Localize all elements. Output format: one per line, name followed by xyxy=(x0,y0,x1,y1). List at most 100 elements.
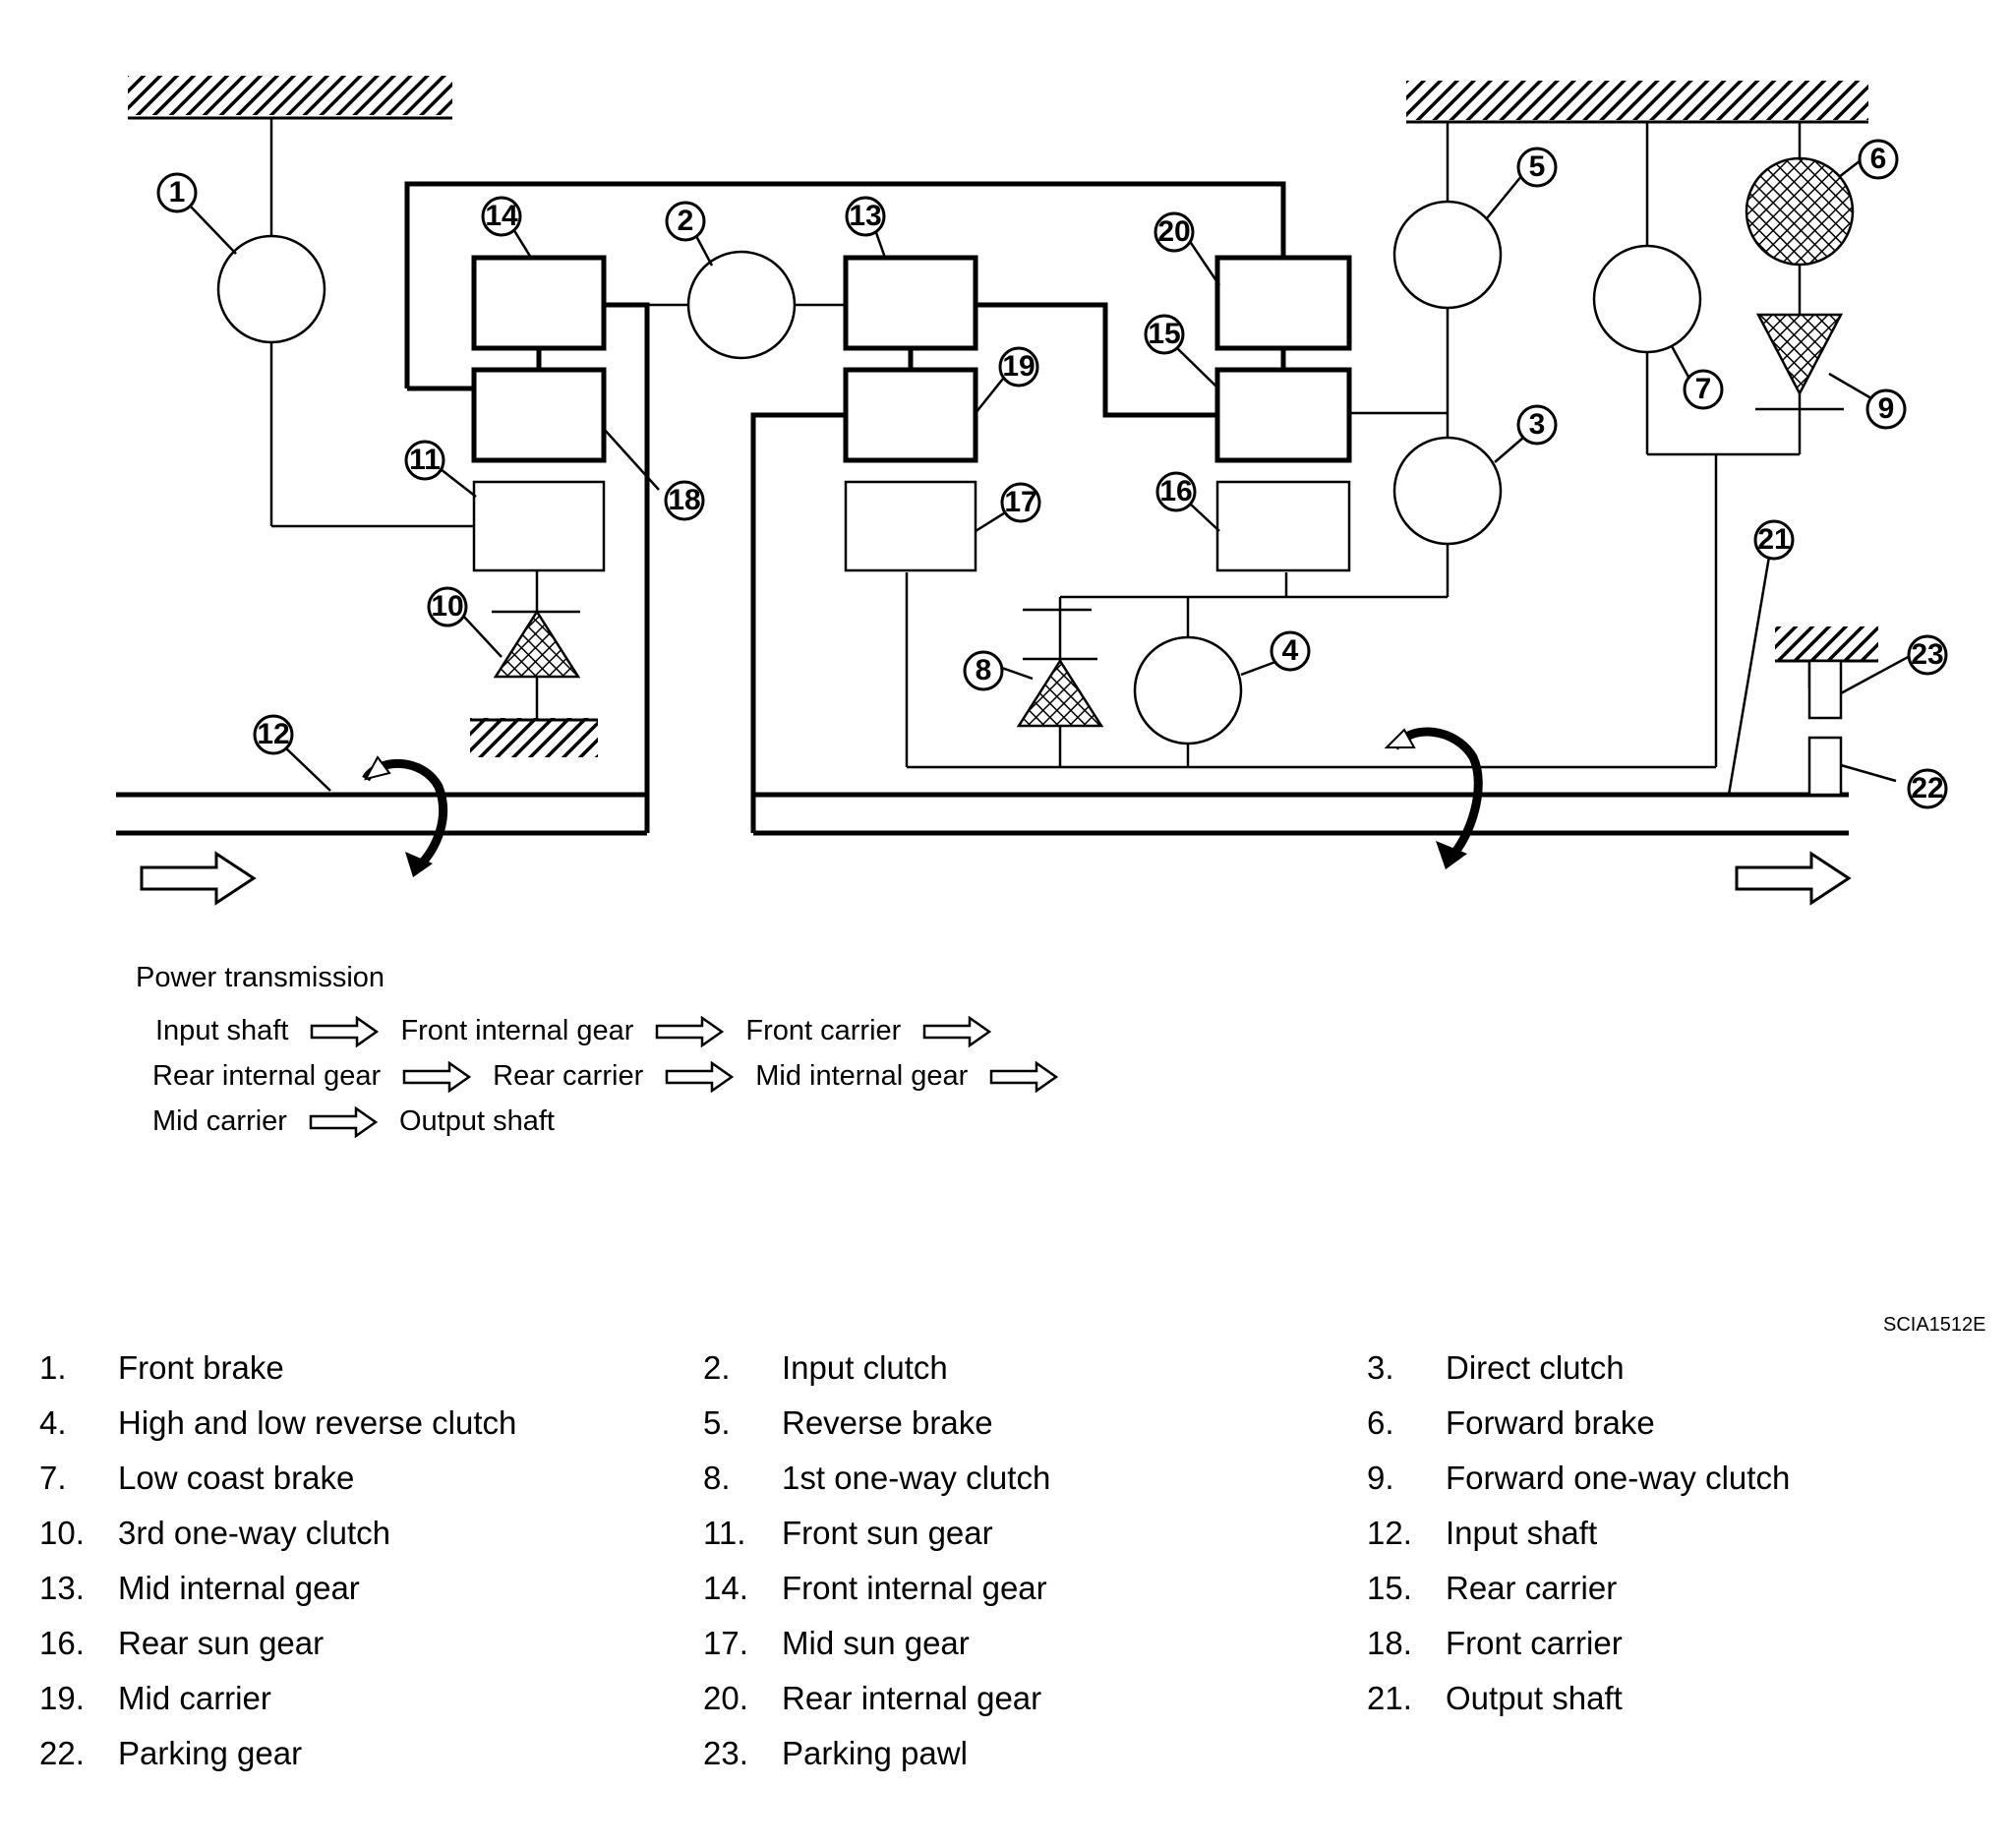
callout-2: 2 xyxy=(665,201,706,242)
flow-step: Input shaft xyxy=(155,1015,289,1046)
svg-text:9: 9 xyxy=(1878,392,1895,425)
svg-text:3: 3 xyxy=(1529,408,1546,441)
flow-step: Rear carrier xyxy=(493,1060,644,1092)
svg-text:18: 18 xyxy=(668,484,700,516)
callout-1: 1 xyxy=(156,172,198,213)
legend-number: 12. xyxy=(1367,1515,1412,1551)
flow-arrow-icon xyxy=(923,1015,992,1047)
legend-label: Front brake xyxy=(118,1349,284,1386)
legend-label: Output shaft xyxy=(1446,1680,1623,1716)
callout-10: 10 xyxy=(427,586,468,627)
flow-step: Mid internal gear xyxy=(755,1060,969,1092)
callout-12: 12 xyxy=(253,714,294,755)
flow-arrow-icon xyxy=(309,1105,378,1138)
rotation-arrow-input-icon xyxy=(362,755,448,877)
legend-label: Reverse brake xyxy=(782,1404,993,1441)
legend-number: 4. xyxy=(39,1404,67,1441)
front-carrier-box xyxy=(471,367,607,463)
high-low-reverse-clutch-circle xyxy=(1133,635,1243,745)
callout-4: 4 xyxy=(1270,630,1311,672)
svg-text:4: 4 xyxy=(1282,634,1299,667)
svg-text:1: 1 xyxy=(169,176,186,209)
svg-text:13: 13 xyxy=(849,200,881,232)
callout-20: 20 xyxy=(1154,211,1195,253)
callout-18: 18 xyxy=(664,480,705,521)
rotation-arrow-output-icon xyxy=(1384,727,1483,869)
svg-text:20: 20 xyxy=(1157,215,1190,248)
1st-one-way-clutch-symbol xyxy=(1016,658,1104,728)
svg-text:2: 2 xyxy=(678,205,694,237)
callout-3: 3 xyxy=(1516,404,1558,446)
legend-label: Mid sun gear xyxy=(782,1625,970,1661)
legend-number: 5. xyxy=(703,1404,731,1441)
low-coast-brake-circle xyxy=(1592,244,1702,354)
front-sun-gear-box xyxy=(472,480,606,572)
legend-number: 8. xyxy=(703,1460,731,1496)
svg-text:23: 23 xyxy=(1911,638,1943,671)
legend-label: High and low reverse clutch xyxy=(118,1404,517,1441)
svg-text:10: 10 xyxy=(431,590,463,623)
output-arrow-icon xyxy=(1735,851,1852,906)
rear-sun-gear-box xyxy=(1215,480,1351,572)
svg-text:19: 19 xyxy=(1002,350,1035,383)
flow-arrow-icon xyxy=(656,1015,725,1047)
legend-number: 18. xyxy=(1367,1625,1412,1661)
callout-23: 23 xyxy=(1907,634,1948,676)
callout-17: 17 xyxy=(1000,482,1041,523)
input-clutch-circle xyxy=(686,250,797,360)
legend-number: 19. xyxy=(39,1680,85,1716)
callout-11: 11 xyxy=(404,440,445,481)
flow-step: Mid carrier xyxy=(152,1105,287,1137)
callout-19: 19 xyxy=(998,346,1039,387)
callout-13: 13 xyxy=(845,196,886,237)
legend-number: 23. xyxy=(703,1735,748,1771)
svg-text:21: 21 xyxy=(1757,523,1790,556)
flow-arrow-icon xyxy=(989,1060,1059,1093)
svg-text:15: 15 xyxy=(1148,318,1180,350)
legend-label: Rear sun gear xyxy=(118,1625,325,1661)
figure-code: SCIA1512E xyxy=(1883,1314,1986,1336)
ground-hatch-pawl xyxy=(1775,626,1878,661)
callout-5: 5 xyxy=(1516,147,1558,188)
svg-text:14: 14 xyxy=(485,200,518,232)
svg-text:17: 17 xyxy=(1004,486,1036,518)
svg-text:5: 5 xyxy=(1529,150,1546,183)
parking-pawl-box xyxy=(1807,659,1843,720)
legend-label: 3rd one-way clutch xyxy=(118,1515,390,1551)
svg-text:12: 12 xyxy=(257,718,289,750)
3rd-one-way-clutch-symbol xyxy=(493,609,581,679)
callout-8: 8 xyxy=(963,650,1004,691)
mid-internal-gear-box xyxy=(843,255,978,351)
forward-one-way-clutch-symbol xyxy=(1755,313,1844,396)
mid-sun-gear-box xyxy=(844,480,977,572)
flow-step: Rear internal gear xyxy=(152,1060,382,1092)
legend-number: 15. xyxy=(1367,1570,1412,1606)
ground-hatch-right xyxy=(1406,81,1868,120)
flow-step: Front internal gear xyxy=(400,1015,634,1046)
callout-16: 16 xyxy=(1155,471,1197,512)
legend-label: Direct clutch xyxy=(1446,1349,1625,1386)
legend-label: Mid carrier xyxy=(118,1680,271,1716)
legend-number: 22. xyxy=(39,1735,85,1771)
forward-brake-circle xyxy=(1745,156,1855,267)
legend-number: 11. xyxy=(703,1515,746,1551)
callout-14: 14 xyxy=(481,196,522,237)
callout-9: 9 xyxy=(1865,388,1907,430)
legend-label: Front carrier xyxy=(1446,1625,1623,1661)
flow-arrow-icon xyxy=(402,1060,472,1093)
legend-label: Input shaft xyxy=(1446,1515,1598,1551)
legend-number: 17. xyxy=(703,1625,748,1661)
legend-label: Mid internal gear xyxy=(118,1570,360,1606)
legend-number: 2. xyxy=(703,1349,731,1386)
legend-label: 1st one-way clutch xyxy=(782,1460,1051,1496)
callout-6: 6 xyxy=(1858,139,1899,180)
flow-arrow-icon xyxy=(665,1060,735,1093)
power-transmission-title: Power transmission xyxy=(136,962,385,993)
parking-gear-box xyxy=(1807,736,1843,797)
legend-label: Front internal gear xyxy=(782,1570,1047,1606)
front-brake-circle xyxy=(216,234,326,344)
svg-text:11: 11 xyxy=(409,444,441,476)
legend-label: Parking gear xyxy=(118,1735,303,1771)
rear-carrier-box xyxy=(1214,367,1352,463)
legend-number: 3. xyxy=(1367,1349,1394,1386)
